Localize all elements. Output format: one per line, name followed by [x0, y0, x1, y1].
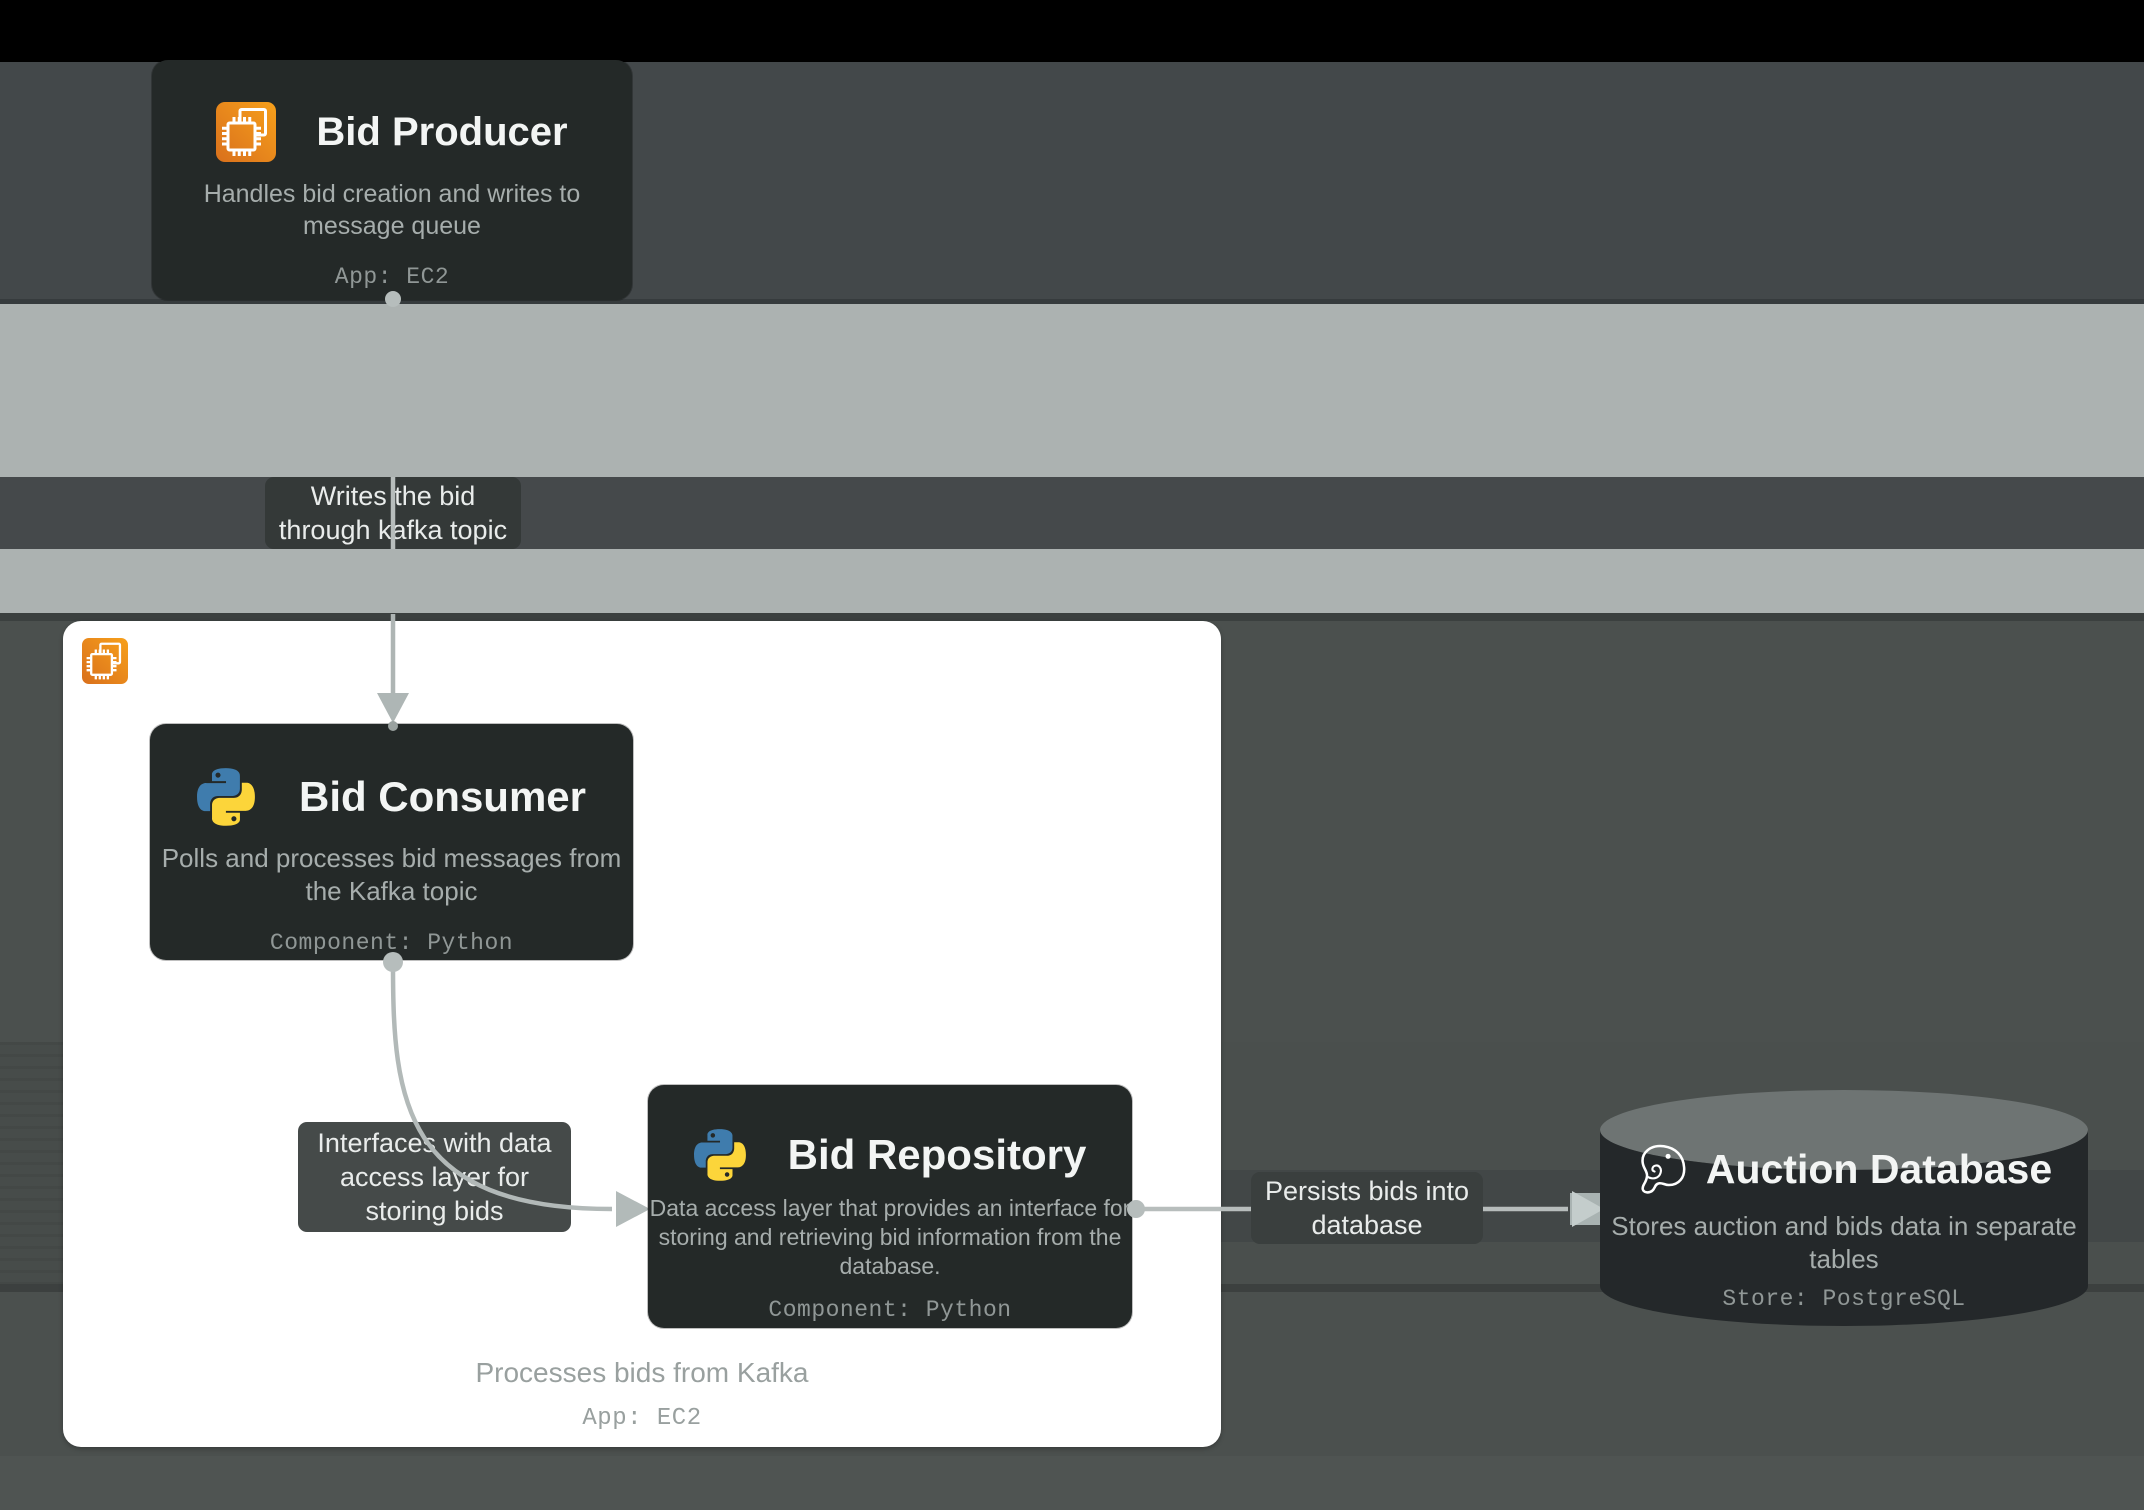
edge-label-line: through kafka topic [278, 515, 508, 545]
node-meta: Store: PostgreSQL [1722, 1286, 1966, 1312]
edge-label-persists-bids[interactable]: Persists bids into database [1251, 1172, 1483, 1244]
container-caption: Processes bids from Kafka [475, 1357, 809, 1388]
background-divider-line-1 [0, 299, 2144, 304]
node-description: Data access layer that provides an inter… [649, 1195, 1131, 1279]
node-title: Bid Repository [787, 1131, 1087, 1178]
edge-label-line: database [1311, 1210, 1423, 1240]
node-meta: App: EC2 [334, 264, 450, 290]
node-bid-repository[interactable]: Bid Repository Data access layer that pr… [648, 1085, 1132, 1328]
node-auction-database[interactable]: Auction Database Stores auction and bids… [1599, 1088, 2089, 1328]
node-description: Polls and processes bid messages from th… [161, 843, 622, 906]
ec2-icon [82, 638, 128, 684]
node-description: Stores auction and bids data in separate… [1611, 1211, 2077, 1274]
edge-label-line: Interfaces with data [317, 1128, 552, 1158]
ec2-icon [216, 102, 277, 162]
python-icon [693, 1129, 746, 1181]
postgresql-icon [1641, 1144, 1686, 1194]
node-title: Auction Database [1705, 1145, 2053, 1192]
node-meta: Component: Python [768, 1297, 1012, 1323]
node-title: Bid Producer [316, 109, 568, 154]
edge-label-line: Writes the bid [310, 481, 476, 511]
node-bid-consumer[interactable]: Bid Consumer Polls and processes bid mes… [150, 724, 633, 960]
background-band-bottom [0, 1456, 2144, 1510]
edge-label-writes-bid[interactable]: Writes the bid through kafka topic [265, 477, 521, 549]
node-description: Handles bid creation and writes to messa… [203, 180, 581, 240]
python-icon [197, 768, 255, 826]
edge-label-line: Persists bids into [1264, 1176, 1470, 1206]
node-bid-producer[interactable]: Bid Producer Handles bid creation and wr… [152, 60, 632, 300]
background-divider-line-2 [0, 613, 2144, 621]
edge-label-interfaces-data[interactable]: Interfaces with data access layer for st… [298, 1122, 571, 1232]
edge-label-line: access layer for [339, 1162, 530, 1192]
background-band-top-black [0, 0, 2144, 62]
edge-label-line: storing bids [365, 1196, 504, 1226]
node-meta: Component: Python [269, 930, 514, 956]
node-title: Bid Consumer [298, 773, 587, 820]
database-cylinder-shape [1600, 1090, 2088, 1326]
background-band-light-2 [0, 549, 2144, 613]
container-meta: App: EC2 [582, 1405, 702, 1432]
background-band-light-1 [0, 304, 2144, 477]
